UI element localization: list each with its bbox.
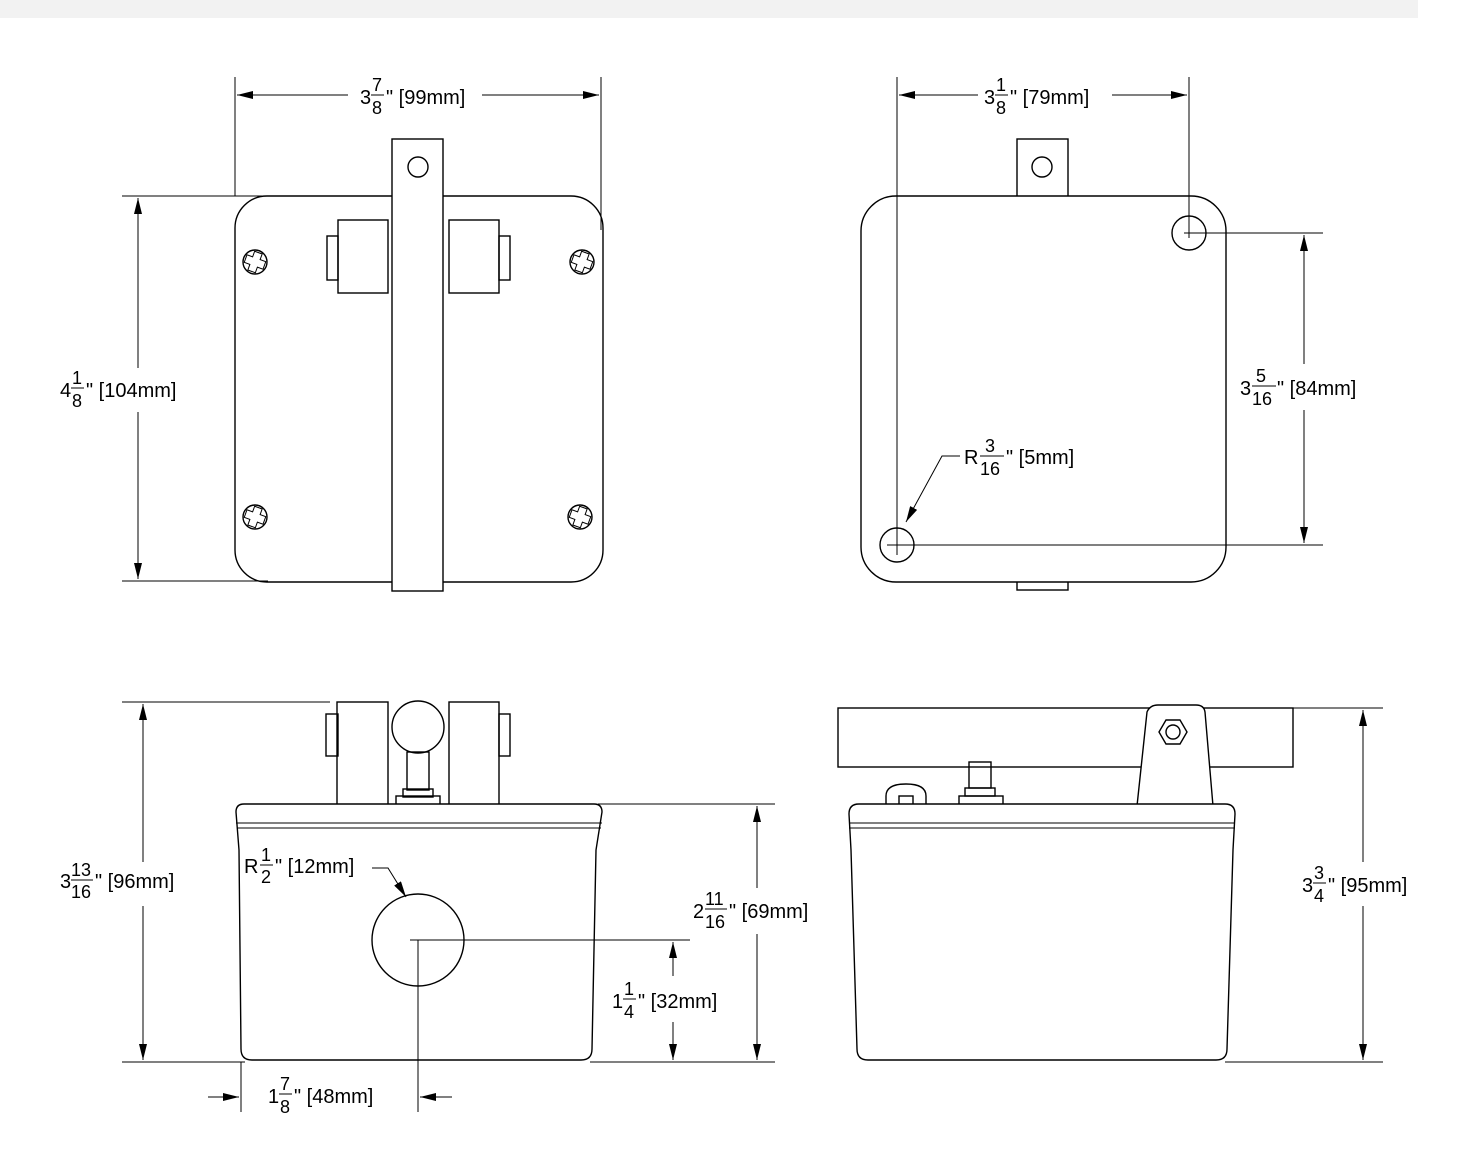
fraction-numerator: 5 xyxy=(1256,366,1266,386)
side-view-cap xyxy=(885,783,927,807)
fraction-denominator: 16 xyxy=(71,882,91,902)
metric-label: " [69mm] xyxy=(729,901,808,923)
dim-side-width: 3 1 8 " [79mm] xyxy=(896,75,1190,545)
side-view: 3 3 4 " [95mm] xyxy=(837,704,1407,1063)
metric-label: " [32mm] xyxy=(638,991,717,1013)
fraction-numerator: 7 xyxy=(372,75,382,95)
fraction-denominator: 16 xyxy=(1252,389,1272,409)
metric-label: " [96mm] xyxy=(95,871,174,893)
metric-label: " [104mm] xyxy=(86,380,176,402)
dim-port-offset-label: 1 xyxy=(268,1086,279,1108)
screw-icon xyxy=(569,249,595,275)
metric-label: " [5mm] xyxy=(1006,447,1074,469)
screw-icon xyxy=(242,504,268,530)
dim-body-height-label: 2 xyxy=(693,901,704,923)
dim-port-offset: 1 7 8 " [48mm] xyxy=(208,940,452,1117)
dim-port-height: 1 1 4 " [32mm] xyxy=(426,939,717,1060)
dim-side-height-label: 3 xyxy=(1302,875,1313,897)
fraction-denominator: 16 xyxy=(705,912,725,932)
dim-front-height: 3 13 16 " [96mm] xyxy=(60,701,330,1063)
dim-hole-radius: R 3 16 " [5mm] xyxy=(905,436,1074,523)
metric-label: " [48mm] xyxy=(294,1086,373,1108)
fraction-numerator: 1 xyxy=(72,368,82,388)
fraction-denominator: 4 xyxy=(624,1002,634,1022)
fraction-denominator: 8 xyxy=(372,98,382,118)
fraction-numerator: 1 xyxy=(261,845,271,865)
fraction-numerator: 3 xyxy=(1314,863,1324,883)
side-view-bracket xyxy=(1136,704,1214,807)
top-view-blocks xyxy=(326,219,511,294)
fraction-numerator: 13 xyxy=(71,860,91,880)
pivot-ball xyxy=(391,700,445,754)
side-view-arm xyxy=(837,707,1294,768)
front-view: 3 13 16 " [96mm] R 1 2 " [12mm] 2 11 16 … xyxy=(60,700,808,1117)
top-view: 3 7 8 " [99mm] 4 1 8 " [104mm] xyxy=(60,75,604,592)
fraction-denominator: 8 xyxy=(72,391,82,411)
dim-top-height-label: 4 xyxy=(60,380,71,402)
dim-top-height: 4 1 8 " [104mm] xyxy=(60,195,268,582)
top-strip xyxy=(0,0,1418,18)
metric-label: " [84mm] xyxy=(1277,378,1356,400)
tab-hole xyxy=(1031,156,1053,178)
hex-nut-icon xyxy=(1158,719,1188,745)
screw-icon xyxy=(567,504,593,530)
dim-port-radius: R 1 2 " [12mm] xyxy=(244,845,407,898)
fraction-numerator: 1 xyxy=(624,979,634,999)
bottom-view-body xyxy=(860,195,1227,583)
fraction-numerator: 7 xyxy=(280,1074,290,1094)
fraction-denominator: 8 xyxy=(280,1097,290,1117)
strap-hole xyxy=(407,156,429,178)
metric-label: " [79mm] xyxy=(1010,87,1089,109)
screw-icon xyxy=(242,249,268,275)
dim-top-width: 3 7 8 " [99mm] xyxy=(234,75,602,230)
fraction-denominator: 4 xyxy=(1314,886,1324,906)
metric-label: " [95mm] xyxy=(1328,875,1407,897)
dim-port-height-label: 1 xyxy=(612,991,623,1013)
side-view-body xyxy=(848,803,1236,1061)
fraction-numerator: 11 xyxy=(705,889,724,909)
dim-front-height-label: 3 xyxy=(60,871,71,893)
dim-body-height: 2 11 16 " [69mm] xyxy=(590,803,808,1063)
fraction-denominator: 2 xyxy=(261,867,271,887)
fraction-numerator: 1 xyxy=(996,75,1006,95)
fraction-denominator: 16 xyxy=(980,459,1000,479)
fraction-numerator: 3 xyxy=(985,436,995,456)
dim-hole-spacing-label: 3 xyxy=(1240,378,1251,400)
top-view-strap xyxy=(391,138,444,592)
metric-label: " [12mm] xyxy=(275,856,354,878)
dim-top-width-label: 3 xyxy=(360,87,371,109)
bottom-view-tab xyxy=(1016,138,1069,198)
bottom-view: 3 1 8 " [79mm] 3 5 16 " [84mm] R 3 16 " … xyxy=(860,75,1356,591)
fraction-denominator: 8 xyxy=(996,98,1006,118)
dim-hole-spacing: 3 5 16 " [84mm] xyxy=(897,232,1356,546)
metric-label: " [99mm] xyxy=(386,87,465,109)
dim-port-radius-label: R xyxy=(244,856,258,878)
front-view-body xyxy=(235,803,603,1061)
dim-side-width-label: 3 xyxy=(984,87,995,109)
dim-side-height: 3 3 4 " [95mm] xyxy=(1225,707,1407,1063)
dim-hole-radius-label: R xyxy=(964,447,978,469)
